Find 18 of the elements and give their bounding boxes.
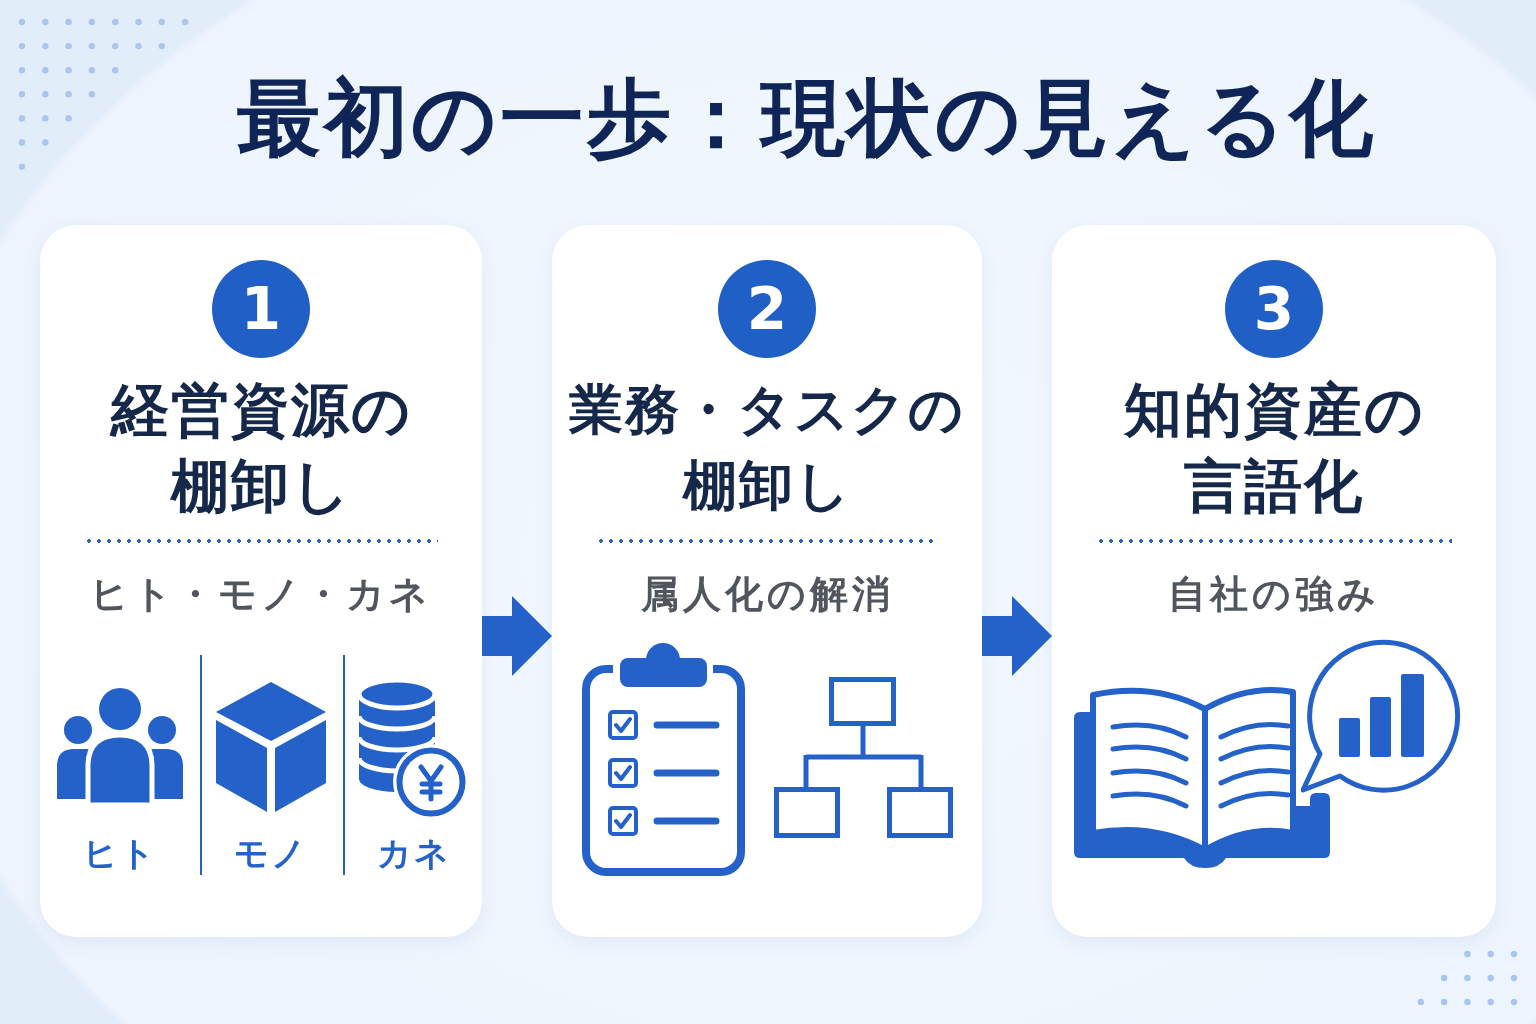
icon-caption: ヒト	[83, 832, 157, 875]
step-card	[1052, 225, 1496, 937]
step-subtitle: 自社の強み	[1168, 571, 1380, 618]
step-heading: 業務・タスクの棚卸し	[568, 377, 966, 519]
step-card	[40, 225, 482, 937]
step-heading: 知的資産の言語化	[1122, 375, 1426, 522]
number-badge: 1	[212, 260, 310, 358]
title: 最初の一歩：現状の見える化	[236, 68, 1376, 169]
number-badge: 3	[1225, 260, 1323, 358]
step-subtitle: ヒト・モノ・カネ	[90, 571, 432, 618]
arrow	[482, 596, 552, 676]
step-subtitle: 属人化の解消	[640, 571, 894, 618]
icon-caption: モノ	[234, 832, 308, 875]
number-badge: 2	[718, 260, 816, 358]
step-card	[552, 225, 982, 937]
step-heading: 経営資源の棚卸し	[108, 375, 413, 522]
icon-caption: カネ	[377, 832, 451, 875]
arrow	[982, 596, 1052, 676]
